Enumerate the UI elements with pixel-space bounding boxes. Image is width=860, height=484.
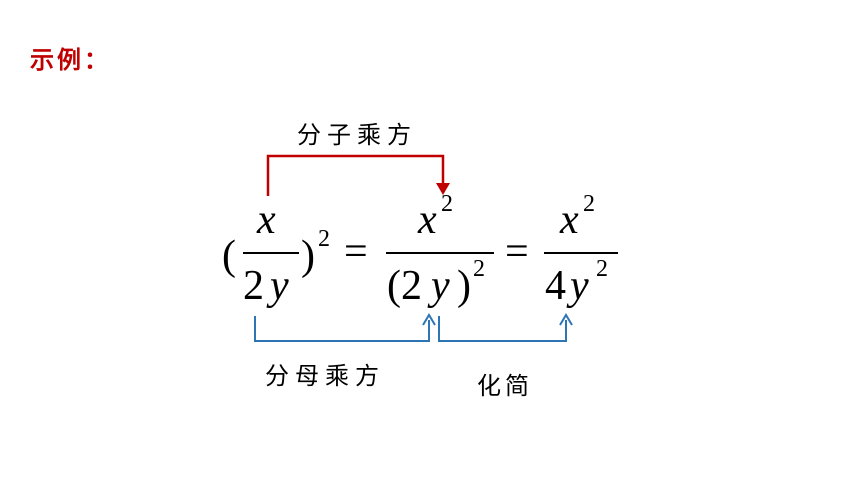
- equals-sign-2: =: [505, 229, 529, 275]
- mid-fraction-bar: [386, 252, 494, 254]
- simplify-arrow: [438, 313, 573, 342]
- numerator-squared-label: 分子乘方: [297, 121, 417, 149]
- mid-denominator-close: ): [457, 263, 471, 309]
- mid-denominator-open: (2: [387, 263, 422, 309]
- lhs-denominator-coefficient: 2: [243, 263, 264, 309]
- lhs-close-paren: ): [301, 233, 315, 279]
- denominator-arrow: [254, 313, 436, 342]
- rhs-denominator-coefficient: 4: [545, 263, 566, 309]
- rhs-denominator-variable: y: [570, 263, 589, 309]
- rhs-numerator-exponent: 2: [583, 191, 595, 217]
- mid-numerator-variable: x: [418, 197, 437, 243]
- lhs-exponent: 2: [318, 226, 330, 252]
- simplify-label: 化简: [477, 372, 533, 400]
- mid-numerator-exponent: 2: [441, 191, 453, 217]
- lhs-open-paren: (: [222, 233, 236, 279]
- mid-denominator-variable: y: [431, 263, 450, 309]
- equals-sign-1: =: [344, 229, 368, 275]
- example-label: 示例：: [30, 46, 111, 74]
- lhs-numerator: x: [257, 197, 276, 243]
- lhs-fraction-bar: [243, 252, 299, 254]
- rhs-denominator-exponent: 2: [596, 256, 608, 282]
- denominator-squared-label: 分母乘方: [265, 362, 385, 390]
- numerator-arrow: [266, 154, 450, 196]
- lhs-denominator-variable: y: [270, 263, 289, 309]
- rhs-numerator-variable: x: [560, 197, 579, 243]
- mid-denominator-exponent: 2: [473, 256, 485, 282]
- rhs-fraction-bar: [544, 252, 618, 254]
